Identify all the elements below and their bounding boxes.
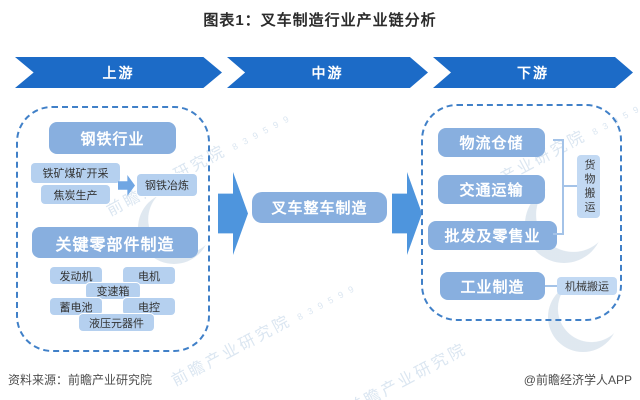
wholesale-retail-box: 批发及零售业 xyxy=(428,221,557,250)
mechanical-handling-connector xyxy=(545,285,557,287)
forklift-manufacturing-box: 叉车整车制造 xyxy=(252,192,387,223)
mining-box: 铁矿煤矿开采 xyxy=(31,163,120,183)
battery-box: 蓄电池 xyxy=(50,298,102,315)
banner-upstream: 上游 xyxy=(15,57,222,88)
bracket-top-tick xyxy=(553,139,563,141)
logistics-warehousing-box: 物流仓储 xyxy=(438,128,545,157)
source-note: 资料来源：前瞻产业研究院 xyxy=(8,373,153,387)
gearbox-box: 变速箱 xyxy=(86,283,140,299)
upstream-panel xyxy=(16,106,210,352)
electric-control-box: 电控 xyxy=(123,298,175,315)
mechanical-handling-box: 机械搬运 xyxy=(557,277,617,295)
coke-production-box: 焦炭生产 xyxy=(41,185,110,204)
midstream-to-downstream-arrow-icon xyxy=(392,172,422,255)
key-components-box: 关键零部件制造 xyxy=(32,227,198,258)
watermark-text: 前瞻产业研究院 xyxy=(344,340,471,400)
engine-box: 发动机 xyxy=(50,267,102,284)
transportation-box: 交通运输 xyxy=(438,175,545,204)
bracket-vertical-line xyxy=(562,139,564,235)
hydraulic-components-box: 液压元器件 xyxy=(79,314,154,331)
cargo-handling-box: 货物搬运 xyxy=(577,155,600,218)
bracket-middle-tick xyxy=(562,185,577,187)
downstream-panel xyxy=(421,104,622,321)
motor-box: 电机 xyxy=(123,267,175,284)
industrial-manufacturing-box: 工业制造 xyxy=(440,272,545,300)
page-title: 图表1：叉车制造行业产业链分析 xyxy=(203,12,437,29)
bracket-bottom-tick xyxy=(553,233,563,235)
banner-downstream: 下游 xyxy=(433,57,633,88)
banner-midstream: 中游 xyxy=(227,57,428,88)
brand-note: @前瞻经济学人APP xyxy=(523,373,632,387)
upstream-to-midstream-arrow-icon xyxy=(218,172,248,255)
steel-smelting-box: 钢铁冶炼 xyxy=(137,174,197,196)
steel-industry-box: 钢铁行业 xyxy=(49,122,176,154)
